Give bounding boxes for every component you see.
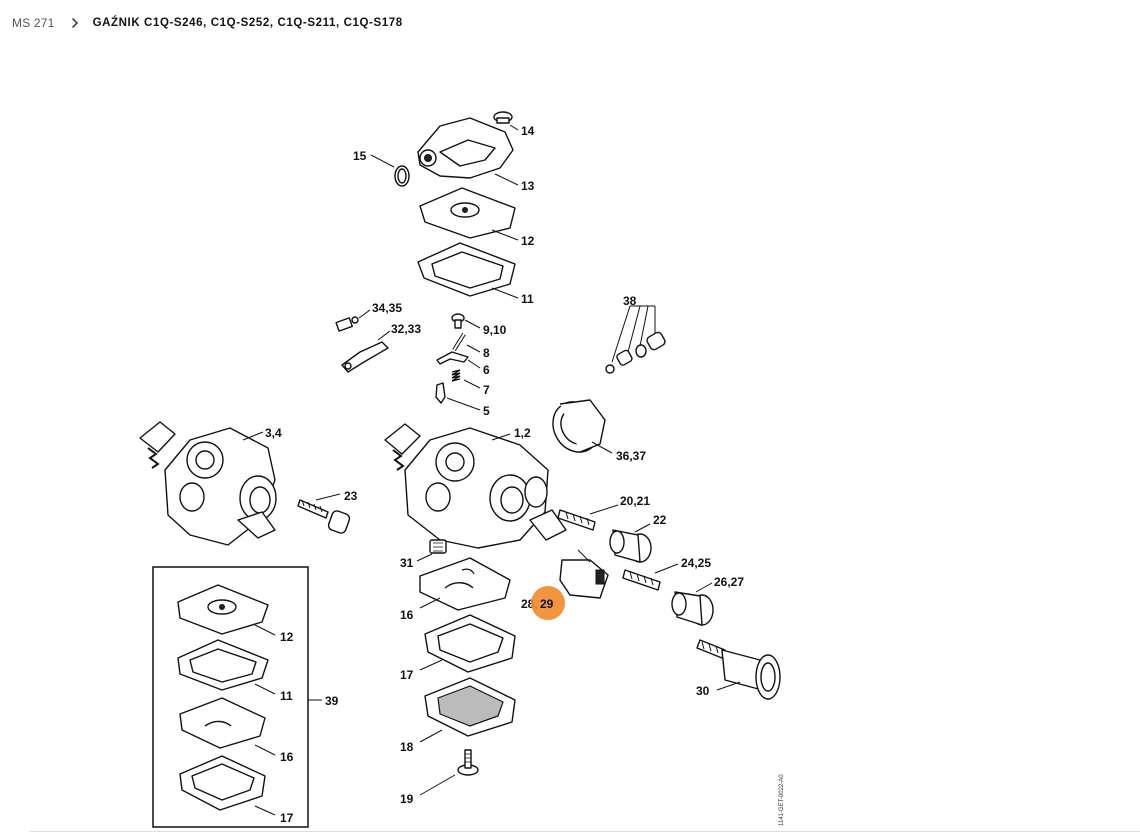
label-31: 31 bbox=[400, 556, 414, 570]
kit-label-11: 11 bbox=[280, 689, 293, 703]
label-11: 11 bbox=[521, 292, 534, 306]
page-title: GAŹNIK C1Q-S246, C1Q-S252, C1Q-S211, C1Q… bbox=[92, 17, 403, 29]
label-9-10: 9,10 bbox=[483, 323, 507, 337]
label-15: 15 bbox=[353, 149, 367, 163]
label-32-33: 32,33 bbox=[391, 322, 421, 336]
label-8: 8 bbox=[483, 346, 490, 360]
part-36-37-filter[interactable] bbox=[544, 393, 613, 460]
part-26-27-limiter-cap[interactable] bbox=[671, 582, 714, 626]
label-5: 5 bbox=[483, 404, 490, 418]
part-30-pump[interactable] bbox=[696, 639, 781, 700]
kit-label-39: 39 bbox=[325, 694, 339, 708]
hotspot-28-29[interactable]: 29 bbox=[531, 586, 565, 620]
chevron-right-icon bbox=[71, 17, 79, 29]
part-7-spring[interactable] bbox=[451, 369, 481, 389]
part-28-29-bracket[interactable] bbox=[559, 549, 609, 599]
part-14-screw[interactable] bbox=[493, 111, 519, 131]
label-6: 6 bbox=[483, 363, 490, 377]
label-1-2: 1,2 bbox=[514, 426, 531, 440]
kit-label-16: 16 bbox=[280, 750, 294, 764]
part-38-seal-set[interactable] bbox=[605, 305, 666, 374]
label-7: 7 bbox=[483, 383, 490, 397]
part-34-35-screw[interactable] bbox=[335, 309, 371, 332]
part-32-33-lever[interactable] bbox=[341, 330, 391, 373]
part-24-25-mixture-screw[interactable] bbox=[622, 563, 679, 591]
part-11-gasket[interactable] bbox=[417, 242, 519, 299]
label-16: 16 bbox=[400, 608, 414, 622]
part-23-adjusting-screw[interactable] bbox=[297, 493, 351, 534]
label-12: 12 bbox=[521, 234, 535, 248]
label-22: 22 bbox=[653, 513, 667, 527]
part-6-lever[interactable] bbox=[436, 351, 481, 369]
label-13: 13 bbox=[521, 179, 535, 193]
part-9-10-screw[interactable] bbox=[451, 313, 481, 329]
part-31-screen[interactable] bbox=[416, 539, 447, 562]
label-24-25: 24,25 bbox=[681, 556, 711, 570]
part-22-limiter-cap[interactable] bbox=[609, 523, 652, 563]
bottom-divider bbox=[30, 831, 1140, 832]
part-16-gasket[interactable] bbox=[419, 557, 511, 611]
label-38: 38 bbox=[623, 294, 637, 308]
label-23: 23 bbox=[344, 489, 358, 503]
label-26-27: 26,27 bbox=[714, 575, 744, 589]
label-30: 30 bbox=[696, 684, 710, 698]
part-3-4-carburetor-body[interactable] bbox=[139, 421, 277, 546]
label-36-37: 36,37 bbox=[616, 449, 646, 463]
part-1-2-carburetor-body[interactable] bbox=[384, 423, 567, 549]
label-29: 29 bbox=[540, 597, 554, 611]
part-8-pin[interactable] bbox=[452, 332, 481, 353]
part-5-needle[interactable] bbox=[435, 382, 481, 411]
part-12-diaphragm[interactable] bbox=[419, 187, 519, 241]
part-18-plate[interactable] bbox=[419, 677, 516, 743]
kit-label-17: 17 bbox=[280, 811, 294, 825]
label-20-21: 20,21 bbox=[620, 494, 650, 508]
label-3-4: 3,4 bbox=[265, 426, 282, 440]
label-14: 14 bbox=[521, 124, 535, 138]
breadcrumb: MS 271 GAŹNIK C1Q-S246, C1Q-S252, C1Q-S2… bbox=[12, 14, 403, 32]
label-17: 17 bbox=[400, 668, 414, 682]
label-34-35: 34,35 bbox=[372, 301, 402, 315]
part-13-cover[interactable] bbox=[417, 117, 519, 186]
part-15-o-ring[interactable] bbox=[370, 154, 410, 187]
drawing-code: 1141-GET-0022-A0 bbox=[779, 774, 785, 826]
part-19-screw[interactable] bbox=[419, 749, 479, 796]
kit-label-12: 12 bbox=[280, 630, 294, 644]
part-20-21-mixture-screw[interactable] bbox=[557, 504, 619, 531]
part-17-diaphragm[interactable] bbox=[419, 614, 516, 673]
kit-39-box[interactable] bbox=[152, 566, 322, 828]
label-18: 18 bbox=[400, 740, 414, 754]
label-19: 19 bbox=[400, 792, 414, 806]
breadcrumb-root-link[interactable]: MS 271 bbox=[12, 16, 55, 30]
